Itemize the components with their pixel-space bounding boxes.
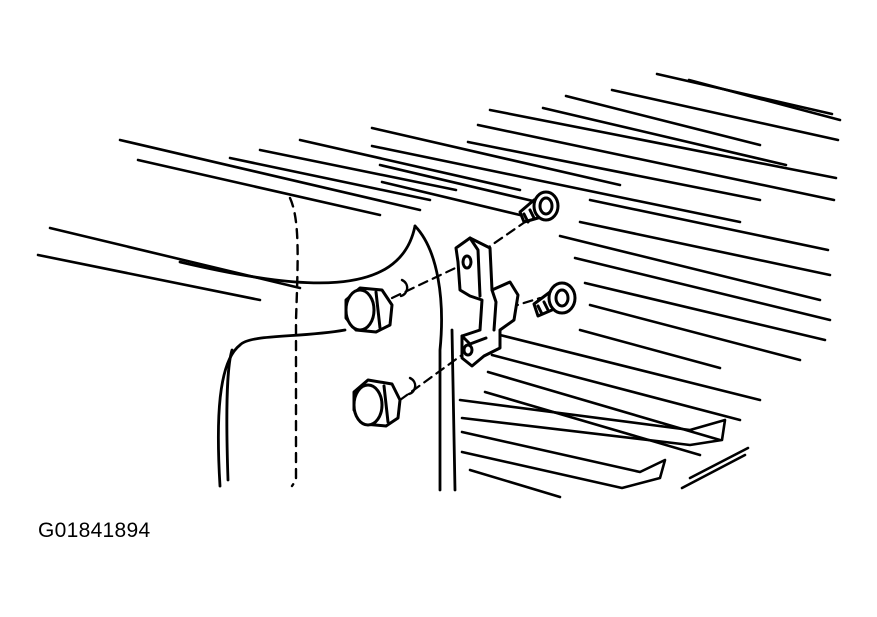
bed-hatching (370, 72, 842, 457)
figure-id-label: G01841894 (38, 519, 151, 542)
lower-nut-icon (352, 378, 402, 428)
tailgate-rails (458, 398, 750, 499)
lock-washer-icon (399, 278, 417, 396)
striker-bracket-icon (454, 236, 520, 368)
lower-bolt-icon (532, 281, 577, 318)
upper-nut-icon (344, 286, 394, 334)
body-outline-lines (36, 138, 522, 302)
upper-bolt-icon (518, 190, 560, 224)
hidden-edge-dashed (288, 196, 299, 488)
pillar-outline (178, 224, 457, 492)
